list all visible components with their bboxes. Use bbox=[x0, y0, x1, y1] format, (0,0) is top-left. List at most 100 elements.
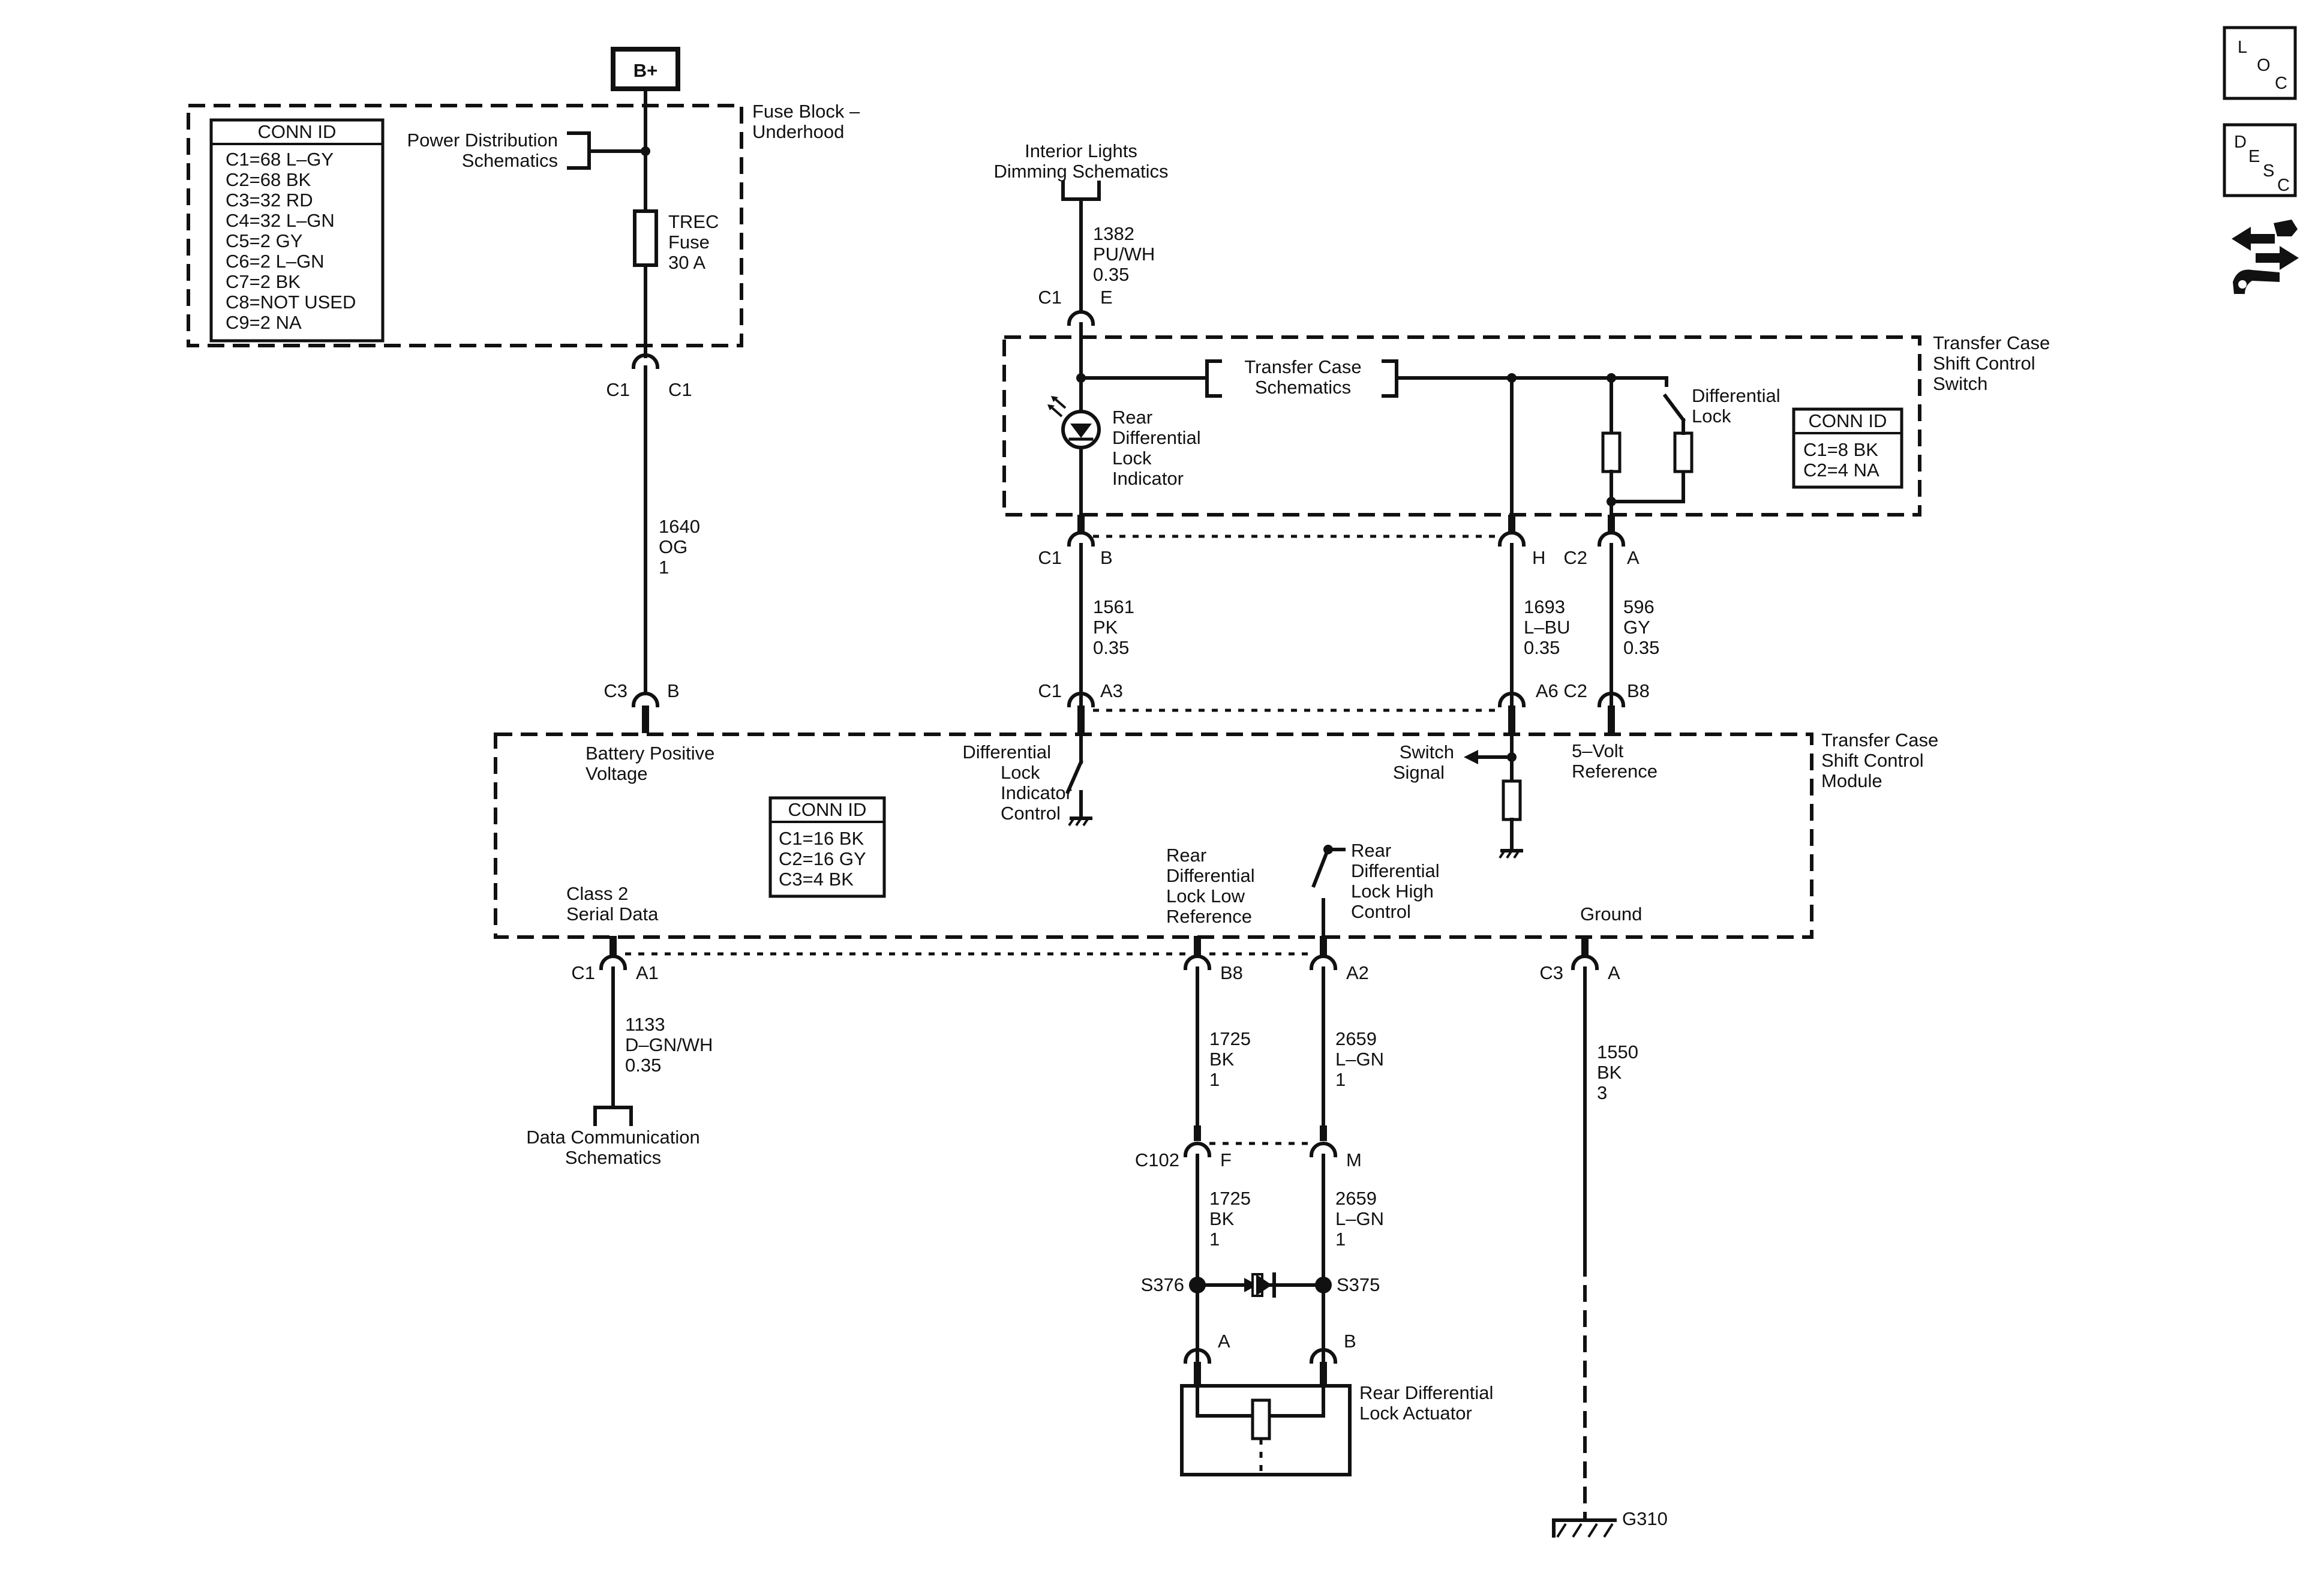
five-volt-label-1: 5–Volt bbox=[1572, 740, 1624, 761]
switch-connector-c1-e: C1 E bbox=[1038, 287, 1113, 326]
wire-gauge: 0.35 bbox=[1093, 264, 1129, 285]
ground-symbol-icon bbox=[1068, 816, 1092, 827]
wire-color: BK bbox=[1209, 1208, 1235, 1229]
wire-gauge: 1 bbox=[1335, 1229, 1346, 1250]
conn-label-c1-right: C1 bbox=[668, 379, 692, 400]
pin-label-c1: C1 bbox=[1038, 547, 1062, 568]
pin-label-b8: B8 bbox=[1627, 680, 1650, 701]
wire-number: 1640 bbox=[659, 516, 700, 537]
switch-conn-row: C2=4 NA bbox=[1803, 460, 1879, 481]
module-conn-row: C2=16 GY bbox=[779, 848, 866, 869]
fuse-conn-row: C9=2 NA bbox=[226, 312, 302, 333]
dlic-label-1: Differential bbox=[962, 742, 1051, 763]
interior-lights-label-1: Interior Lights bbox=[1025, 140, 1137, 161]
wire-1133-label: 1133 D–GN/WH 0.35 bbox=[625, 1014, 713, 1076]
module-title-1: Transfer Case bbox=[1821, 730, 1938, 751]
wire-number: 2659 bbox=[1335, 1028, 1377, 1049]
pin-label-c3: C3 bbox=[603, 680, 627, 701]
pin-label-a: A bbox=[1627, 547, 1640, 568]
switch-signal-arrow-icon bbox=[1464, 750, 1478, 764]
indicator-control-switch bbox=[1065, 760, 1083, 794]
low-ref-label-3: Lock Low bbox=[1166, 885, 1245, 906]
s375-label: S375 bbox=[1337, 1274, 1380, 1295]
wire-1640-label: 1640 OG 1 bbox=[659, 516, 700, 578]
module-title-3: Module bbox=[1821, 770, 1882, 791]
switch-signal-label-1: Switch bbox=[1400, 742, 1454, 763]
loc-letter: C bbox=[2275, 74, 2287, 93]
interior-lights-label-2: Dimming Schematics bbox=[993, 161, 1168, 182]
wire-number: 596 bbox=[1623, 596, 1655, 617]
loc-icon[interactable]: L O C bbox=[2223, 26, 2297, 100]
desc-icon[interactable]: D E S C bbox=[2223, 123, 2297, 197]
fuse-block-connector-c1: C1 C1 bbox=[606, 353, 692, 400]
tc-schematics-label-1: Transfer Case bbox=[1244, 356, 1361, 377]
ground-g310-icon bbox=[1552, 1518, 1617, 1538]
loc-letter: O bbox=[2257, 56, 2271, 75]
actuator-label-1: Rear Differential bbox=[1359, 1382, 1493, 1403]
pin-label-a3: A3 bbox=[1100, 680, 1123, 701]
c102-label: C102 bbox=[1135, 1149, 1179, 1170]
battery-positive-source: B+ bbox=[611, 47, 680, 91]
module-bottom-connectors: C1 A1 B8 A2 C3 A bbox=[571, 936, 1620, 983]
switch-title-3: Switch bbox=[1933, 373, 1987, 394]
fuse-conn-row: C1=68 L–GY bbox=[226, 149, 334, 170]
ground-label: Ground bbox=[1580, 903, 1642, 924]
indicator-label-4: Indicator bbox=[1112, 468, 1184, 489]
diff-lock-label-2: Lock bbox=[1692, 406, 1731, 427]
diff-lock-label-1: Differential bbox=[1692, 385, 1780, 406]
fuse-label-2: Fuse bbox=[668, 232, 710, 253]
loc-letter: L bbox=[2238, 38, 2247, 57]
indicator-label-2: Differential bbox=[1112, 427, 1201, 448]
wire-gauge: 1 bbox=[659, 557, 669, 578]
pin-label-b: B bbox=[1344, 1331, 1356, 1352]
wire-number: 1382 bbox=[1093, 223, 1134, 244]
fuse-conn-header: CONN ID bbox=[258, 121, 337, 142]
five-volt-label-2: Reference bbox=[1572, 761, 1658, 782]
fuse-conn-row: C8=NOT USED bbox=[226, 292, 356, 313]
repair-tools-icon[interactable] bbox=[2232, 220, 2299, 294]
wire-color: D–GN/WH bbox=[625, 1034, 713, 1055]
wire-number: 1693 bbox=[1524, 596, 1565, 617]
wire-1561-label: 1561 PK 0.35 bbox=[1093, 596, 1134, 658]
pin-label-b: B bbox=[667, 680, 680, 701]
fuse-block-conn-table: CONN ID C1=68 L–GY C2=68 BK C3=32 RD C4=… bbox=[209, 118, 385, 343]
module-conn-header: CONN ID bbox=[788, 799, 867, 820]
transfer-case-shift-control-module: Transfer Case Shift Control Module Batte… bbox=[494, 730, 1938, 939]
desc-letter: D bbox=[2234, 133, 2247, 152]
wire-gauge: 3 bbox=[1597, 1082, 1607, 1103]
pin-label-c3: C3 bbox=[1539, 962, 1563, 983]
class2-label-2: Serial Data bbox=[566, 903, 659, 924]
tc-schematics-label-2: Schematics bbox=[1255, 377, 1351, 398]
wire-number: 1133 bbox=[625, 1014, 665, 1035]
desc-letter: E bbox=[2248, 147, 2260, 166]
power-dist-label-1: Power Distribution bbox=[407, 130, 558, 151]
wire-596-label: 596 GY 0.35 bbox=[1623, 596, 1659, 658]
b-plus-label: B+ bbox=[633, 60, 658, 81]
pin-label-m: M bbox=[1346, 1149, 1362, 1170]
switch-title-2: Shift Control bbox=[1933, 353, 2035, 374]
wire-gauge: 1 bbox=[1335, 1069, 1346, 1090]
rear-diff-lock-actuator: Rear Differential Lock Actuator bbox=[1180, 1382, 1493, 1476]
conn-label-c1-left: C1 bbox=[606, 379, 630, 400]
pin-label-a2: A2 bbox=[1346, 962, 1369, 983]
power-dist-label-2: Schematics bbox=[462, 150, 558, 171]
wire-number: 1725 bbox=[1209, 1188, 1251, 1209]
wire-2659-upper-label: 2659 L–GN 1 bbox=[1335, 1028, 1384, 1090]
actuator-label-2: Lock Actuator bbox=[1359, 1403, 1472, 1424]
battery-positive-voltage-label-2: Voltage bbox=[585, 763, 647, 784]
data-comm-label-2: Schematics bbox=[565, 1147, 661, 1168]
wire-gauge: 0.35 bbox=[1623, 637, 1659, 658]
pin-label-a6-c2: A6 C2 bbox=[1536, 680, 1587, 701]
actuator-solenoid-icon bbox=[1251, 1398, 1271, 1440]
switch-conn-table: CONN ID C1=8 BK C2=4 NA bbox=[1792, 407, 1903, 489]
module-conn-table: CONN ID C1=16 BK C2=16 GY C3=4 BK bbox=[768, 796, 886, 898]
data-comm-label-1: Data Communication bbox=[526, 1127, 699, 1148]
pin-label-a1: A1 bbox=[636, 962, 659, 983]
wire-color: L–GN bbox=[1335, 1049, 1384, 1070]
high-control-switch bbox=[1311, 849, 1329, 888]
wire-color: BK bbox=[1209, 1049, 1235, 1070]
pin-label-h: H bbox=[1532, 547, 1545, 568]
wire-color: GY bbox=[1623, 617, 1650, 638]
